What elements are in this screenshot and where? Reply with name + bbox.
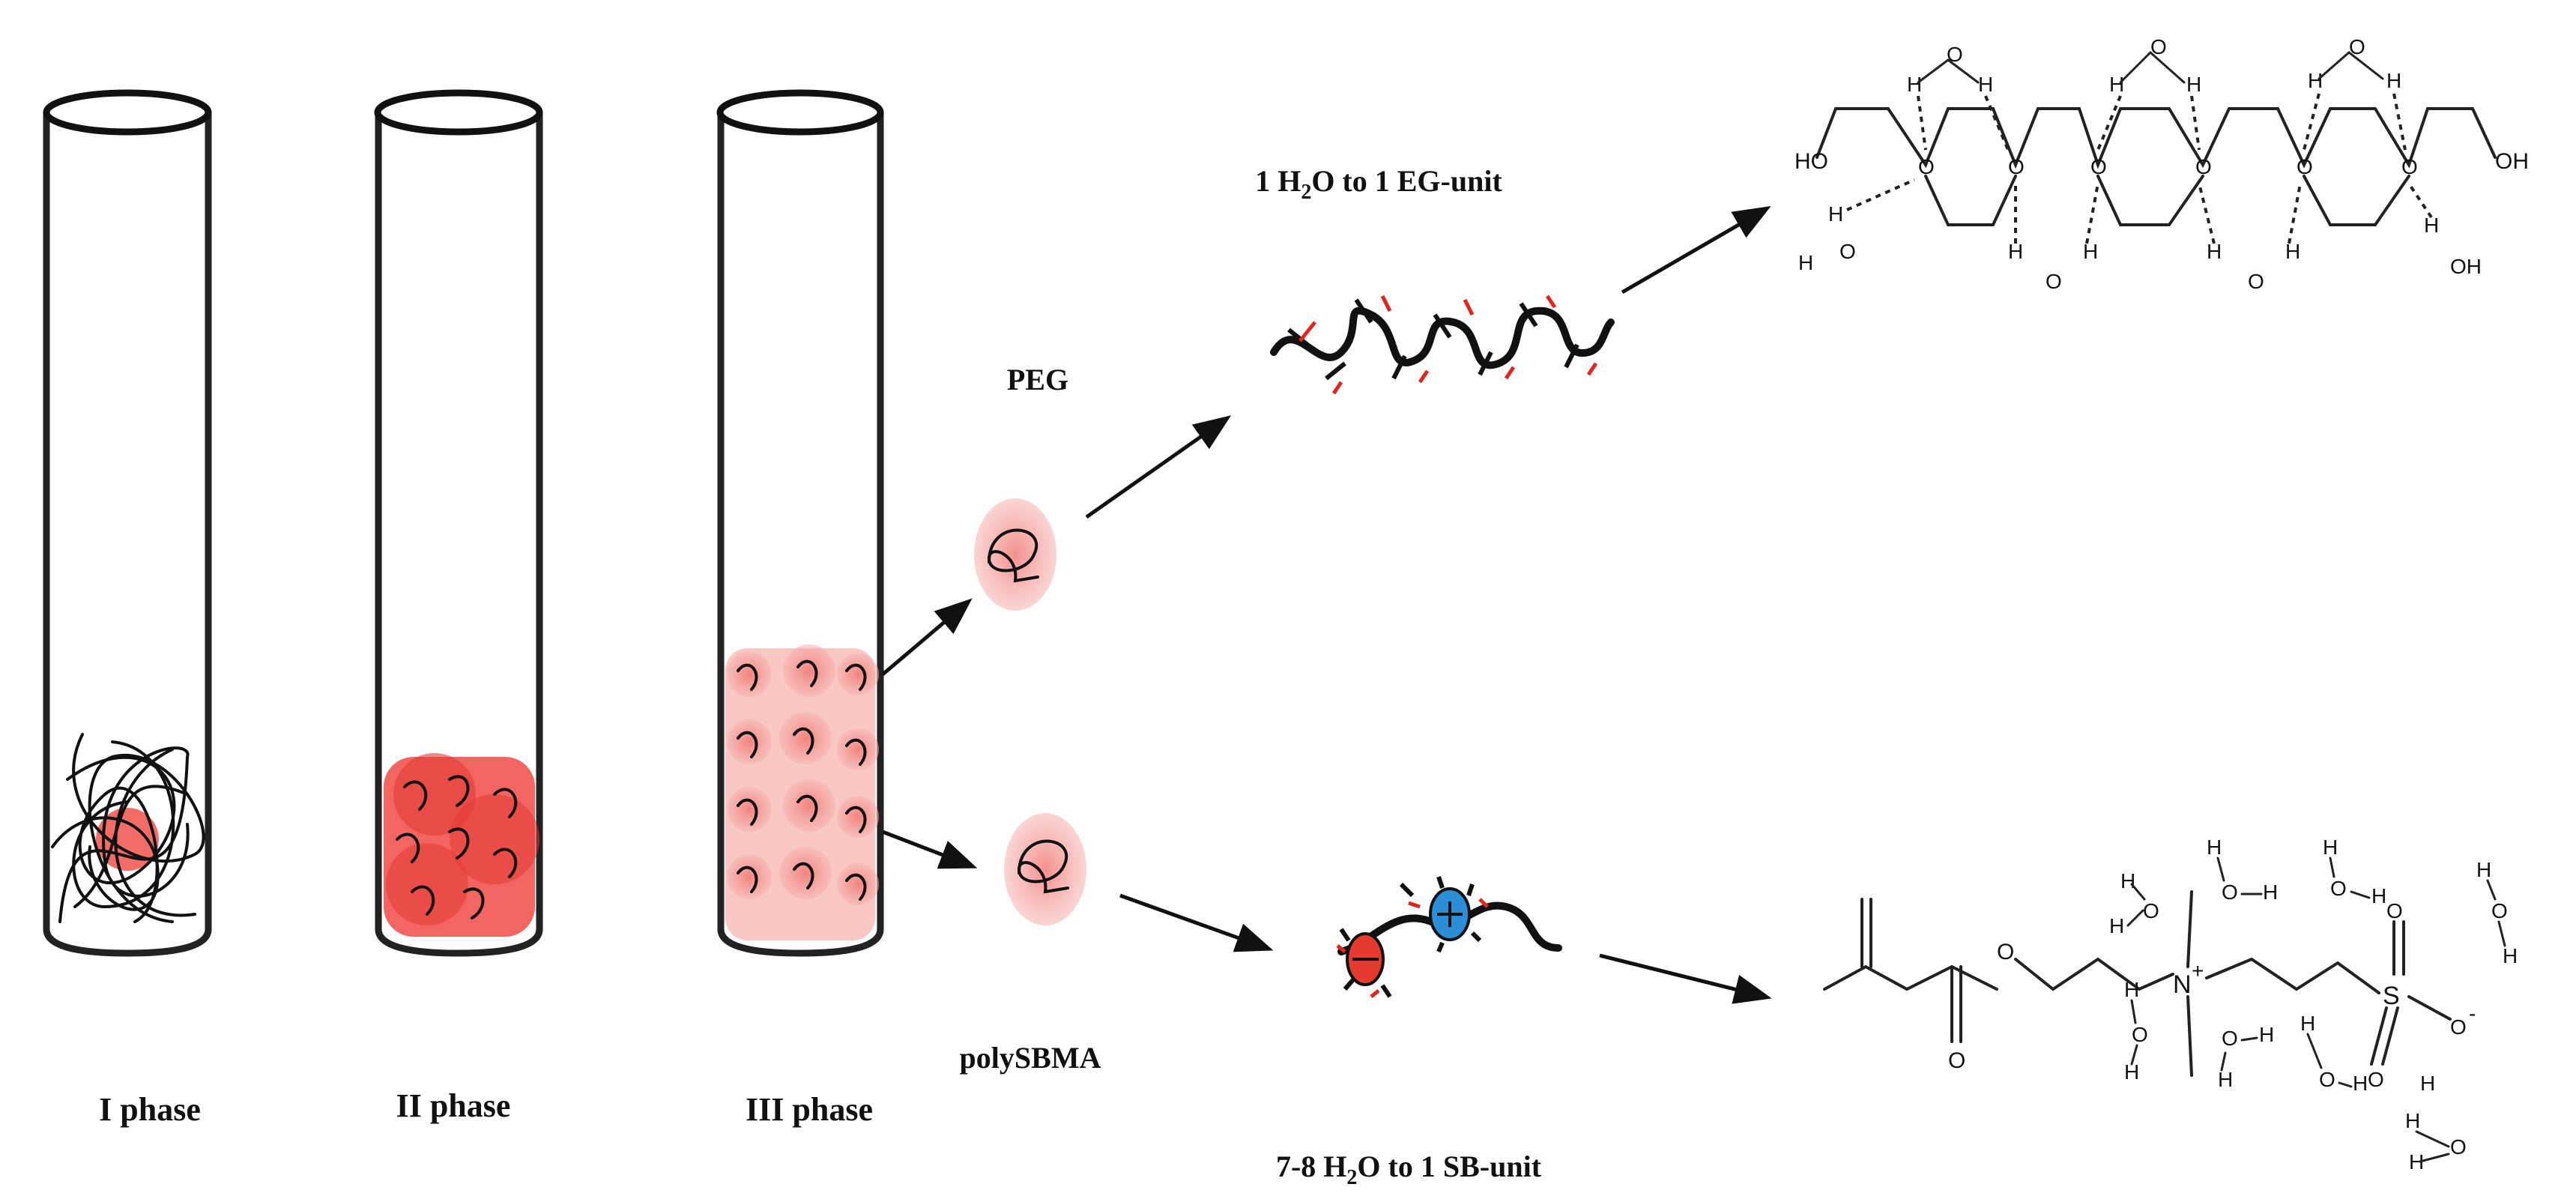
chem-OH-right: OH xyxy=(2495,149,2529,174)
water-H: H xyxy=(2503,944,2518,967)
chem-HO-left: HO xyxy=(1795,149,1828,174)
aggregated-polymer-blob xyxy=(384,753,539,937)
chem-O-3: O xyxy=(2090,155,2107,178)
chem-N: N xyxy=(2173,970,2192,999)
water-O: O xyxy=(2450,1135,2467,1159)
water-O: O xyxy=(1839,240,1856,263)
water-H: H xyxy=(2218,1068,2233,1091)
chem-S-O-top: O xyxy=(2386,899,2403,922)
water-O: O xyxy=(2330,877,2347,900)
water-H: H xyxy=(1978,73,1993,96)
sb-water-ratio: 7-8 H2O to 1 SB-unit xyxy=(1276,1150,1542,1189)
water-O: O xyxy=(2046,270,2062,293)
peg-hydrated-chain xyxy=(1270,295,1615,395)
chem-O-5: O xyxy=(2297,155,2313,178)
water-H: H xyxy=(1907,73,1922,96)
chem-O-1: O xyxy=(1918,155,1935,178)
water-H: H xyxy=(2308,69,2323,92)
water-H: H xyxy=(2409,1150,2424,1174)
water-O: O xyxy=(2248,270,2264,293)
water-H: H xyxy=(2424,214,2439,237)
water-H: H xyxy=(2476,858,2491,881)
water-H: H xyxy=(2083,240,2098,263)
chem-carbonyl-O: O xyxy=(1948,1048,1965,1073)
sb-hydration-structure: O O N + S O O O - H H O H O H H O H H O … xyxy=(1823,836,2518,1174)
water-O: O xyxy=(2319,1068,2335,1091)
phase-label-3: III phase xyxy=(746,1091,873,1128)
phase-label-2: II phase xyxy=(396,1087,511,1124)
water-H: H xyxy=(2109,914,2124,937)
arrow-to-peg-micelle xyxy=(881,598,973,676)
chem-O-2: O xyxy=(2008,155,2025,178)
chem-minus-sign: - xyxy=(2469,1002,2476,1025)
water-H: H xyxy=(2120,869,2135,893)
water-H: H xyxy=(2405,1109,2420,1132)
arrow-to-sbma-micelle xyxy=(882,830,978,869)
water-H: H xyxy=(2371,884,2386,907)
water-H: H xyxy=(2207,240,2222,263)
arrow-to-peg-chain xyxy=(1085,415,1232,519)
dispersed-micelles xyxy=(725,644,879,940)
sbma-label: polySBMA xyxy=(960,1041,1101,1075)
water-H: H xyxy=(2259,1023,2274,1046)
water-H: H xyxy=(2300,1012,2315,1035)
water-O: O xyxy=(2222,1027,2238,1050)
water-O: O xyxy=(2150,35,2167,58)
chem-S: S xyxy=(2383,982,2400,1010)
test-tube-3 xyxy=(716,89,884,957)
chem-N-plus: + xyxy=(2192,959,2204,982)
water-O: O xyxy=(2491,899,2508,922)
water-H: H xyxy=(2008,240,2023,263)
chem-S-O-minus: O xyxy=(2450,1015,2467,1039)
water-H: H xyxy=(1828,202,1843,226)
water-H: H xyxy=(2420,1072,2435,1095)
water-H: H xyxy=(2386,69,2401,92)
arrow-to-sb-structure xyxy=(1599,953,1772,1004)
peg-water-ratio: 1 H2O to 1 EG-unit xyxy=(1255,164,1502,204)
sbma-micelle xyxy=(1004,813,1086,925)
water-O: O xyxy=(2132,1023,2148,1046)
peg-label: PEG xyxy=(1007,363,1068,396)
peg-micelle xyxy=(974,498,1056,611)
chem-S-O-bottom: O xyxy=(2368,1068,2384,1091)
tangled-polymer-chains xyxy=(51,733,205,923)
water-O: O xyxy=(1947,43,1963,66)
test-tube-2 xyxy=(374,89,543,957)
water-H: H xyxy=(2285,240,2300,263)
chem-O-6: O xyxy=(2401,155,2418,178)
water-H: H xyxy=(2186,73,2201,96)
water-OH: OH xyxy=(2450,255,2482,278)
test-tube-1 xyxy=(43,89,212,957)
arrow-to-peg-structure xyxy=(1621,205,1771,295)
water-H: H xyxy=(2207,836,2222,859)
water-H: H xyxy=(2109,73,2124,96)
water-H: H xyxy=(2124,1060,2139,1084)
water-H: H xyxy=(2353,1072,2368,1095)
water-O: O xyxy=(2349,35,2365,58)
sb-hydrated-chain xyxy=(1336,876,1562,998)
phase-label-1: I phase xyxy=(99,1091,201,1128)
peg-hydration-structure: HO OH O O O O O O H O H H O H H O H H O … xyxy=(1795,35,2529,293)
water-H: H xyxy=(2124,978,2139,1001)
arrow-to-sb-chain xyxy=(1119,893,1274,952)
water-H: H xyxy=(1798,251,1813,274)
water-O: O xyxy=(2222,881,2238,904)
water-H: H xyxy=(2263,881,2278,904)
water-H: H xyxy=(2323,836,2338,859)
chem-ester-O: O xyxy=(1997,940,2014,964)
water-O: O xyxy=(2143,899,2159,922)
chem-O-4: O xyxy=(2195,155,2212,178)
